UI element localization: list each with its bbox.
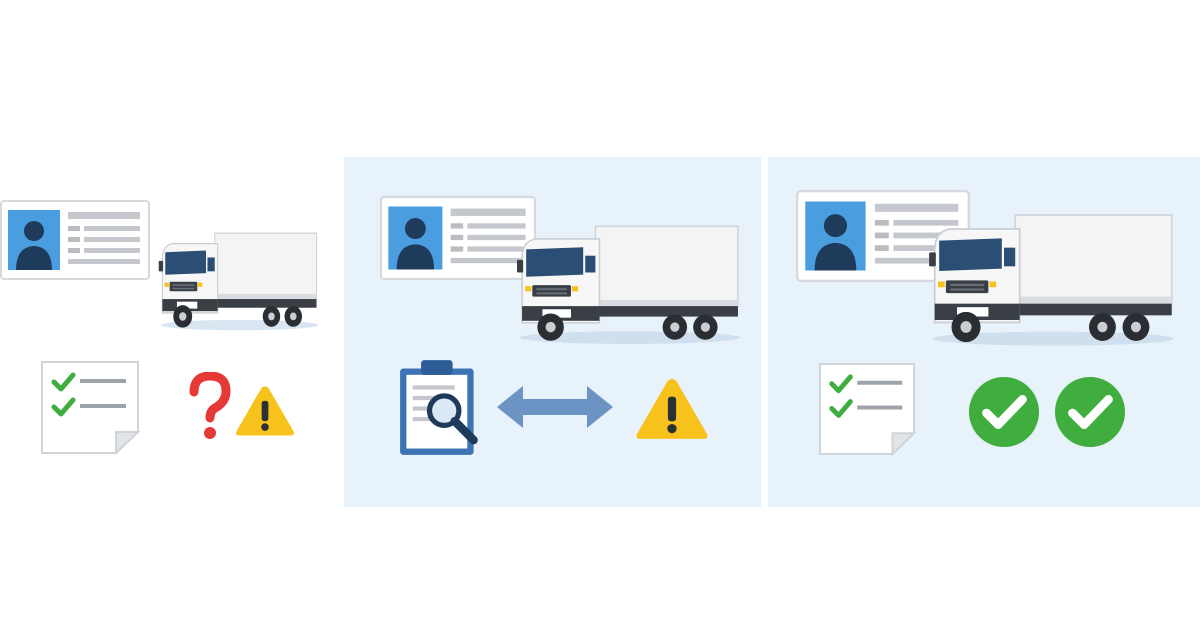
checklist-icon <box>40 360 140 455</box>
check-circle-icon <box>1054 376 1126 448</box>
warning-icon <box>234 384 296 438</box>
clipboard-search-icon <box>398 358 482 458</box>
panel-review <box>344 0 761 630</box>
id-card-icon <box>0 200 150 280</box>
question-mark-icon <box>188 372 232 442</box>
id-card-icon <box>380 196 536 280</box>
truck-icon <box>516 220 740 346</box>
panel-unverified <box>0 0 330 630</box>
warning-icon <box>634 376 710 442</box>
truck-icon <box>928 208 1174 348</box>
panel-verified <box>768 0 1200 630</box>
double-arrow-icon <box>494 384 616 430</box>
checklist-icon <box>818 362 916 456</box>
truck-icon <box>158 228 318 332</box>
check-circle-icon <box>968 376 1040 448</box>
